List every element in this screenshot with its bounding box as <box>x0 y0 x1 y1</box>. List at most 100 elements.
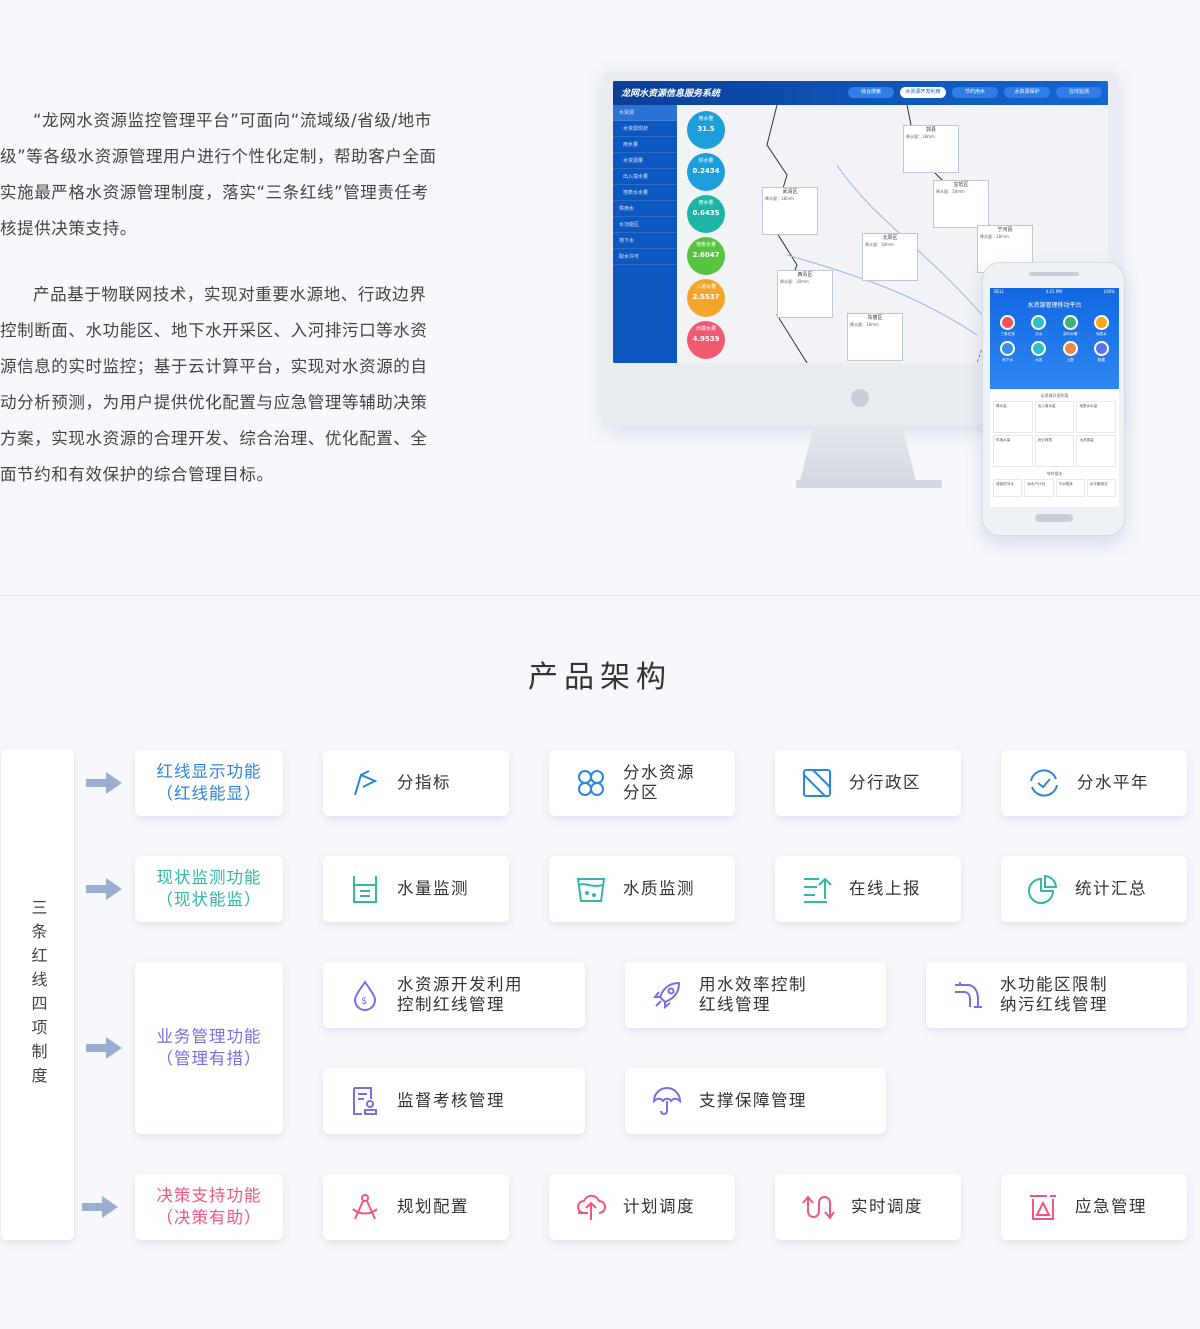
item-supervision-assessment[interactable]: 监督考核管理 <box>323 1068 585 1134</box>
map-info-box[interactable]: 西青区降水量：18mm <box>777 270 833 318</box>
item-water-efficiency-redline[interactable]: 用水效率控制红线管理 <box>625 962 886 1028</box>
item-water-development-redline[interactable]: $ 水资源开发利用控制红线管理 <box>323 962 585 1028</box>
section-divider <box>0 595 1200 596</box>
cloud-arrow-icon <box>577 1194 606 1220</box>
arrow-right-icon <box>82 1196 118 1218</box>
phone-menu-item[interactable]: 数据 <box>1086 341 1117 363</box>
map-info-box[interactable]: 武清区降水量：18mm <box>762 187 818 235</box>
app-tab[interactable]: 在线监测 <box>1056 87 1102 98</box>
item-water-function-redline[interactable]: 水功能区限制纳污红线管理 <box>926 962 1187 1028</box>
phone-card[interactable]: 水平衡测试 <box>1086 479 1116 497</box>
menu-label: 实时水情 <box>1062 332 1078 336</box>
item-label: 实时调度 <box>851 1197 923 1216</box>
item-water-quantity-monitor[interactable]: 水量监测 <box>323 856 509 922</box>
phone-card[interactable]: 降水量 <box>993 401 1033 433</box>
phone-card[interactable]: 统计报表 <box>1034 435 1075 467</box>
stat-bubble[interactable]: 出境水量 4.9539 <box>687 321 725 359</box>
category-title: 决策支持功能 <box>156 1186 262 1205</box>
sidebar-item[interactable]: 出入境水量 <box>613 169 677 185</box>
bubble-label: 出境水量 <box>695 326 716 332</box>
droplet-icon: $ <box>353 980 377 1011</box>
item-label: 分水资源 <box>623 763 695 782</box>
map-info-box[interactable]: 北辰区降水量：18mm <box>862 233 918 281</box>
category-business-management[interactable]: 业务管理功能（管理有措） <box>135 962 283 1134</box>
item-emergency-management[interactable]: 应急管理 <box>1001 1174 1187 1240</box>
architecture-title: 产品架构 <box>528 660 672 695</box>
item-label: 水资源开发利用 <box>397 975 523 994</box>
box-line: 降水量：18mm <box>906 134 935 139</box>
bubble-value: 4.9539 <box>692 335 720 343</box>
sidebar-item[interactable]: 水资源量 <box>613 153 677 169</box>
phone-menu-item[interactable]: 三条红线 <box>992 315 1023 337</box>
app-tab[interactable]: 综合搜索 <box>848 87 894 98</box>
app-tab-active[interactable]: 水资源开发利用 <box>900 87 946 98</box>
item-planning-allocation[interactable]: 规划配置 <box>323 1174 509 1240</box>
phone-card[interactable]: 城镇用节水 <box>993 479 1023 497</box>
upload-list-icon <box>804 877 832 903</box>
monitor-power-button <box>851 389 869 407</box>
clock: 4:21 PM <box>1045 289 1062 294</box>
item-by-indicator[interactable]: 分指标 <box>323 750 509 816</box>
monitor-base <box>796 480 942 488</box>
sidebar-item[interactable]: 地下水 <box>613 233 677 249</box>
item-support-guarantee[interactable]: 支撑保障管理 <box>625 1068 886 1134</box>
item-plan-dispatch[interactable]: 计划调度 <box>549 1174 735 1240</box>
arrow-right-icon <box>86 772 122 794</box>
item-water-quality-monitor[interactable]: 水质监测 <box>549 856 735 922</box>
sidebar-item[interactable]: 水资源现状 <box>613 121 677 137</box>
region-name: 郭县 <box>925 127 936 133</box>
map-info-box[interactable]: 东丽区降水量：18mm <box>847 313 903 361</box>
phone-card[interactable]: 节水载体 <box>1055 479 1085 497</box>
phone-menu-item[interactable]: 上报 <box>1055 341 1086 363</box>
phone-menu-item[interactable]: 地表水 <box>1086 315 1117 337</box>
bubble-value: 0.2434 <box>692 167 720 175</box>
phone-menu-item[interactable]: 实时水情 <box>1055 315 1086 337</box>
phone-card-row: 城镇用节水 用水户计划 节水载体 水平衡测试 <box>990 479 1119 497</box>
category-status-monitor[interactable]: 现状监测功能（现状能监） <box>135 856 283 922</box>
sidebar-item[interactable]: 水资源 <box>613 105 677 121</box>
phone-menu-item[interactable]: 分水 <box>1023 315 1054 337</box>
app-tab[interactable]: 节约用水 <box>952 87 998 98</box>
carrier: DELL <box>994 289 1005 294</box>
category-decision-support[interactable]: 决策支持功能（决策有助） <box>135 1174 283 1240</box>
item-realtime-dispatch[interactable]: 实时调度 <box>775 1174 961 1240</box>
sidebar-item[interactable]: 供用水 <box>613 201 677 217</box>
phone-card[interactable]: 地表水水量 <box>1076 401 1117 433</box>
phone-card-row: 降水量 出入境水量 地表水水量 <box>990 401 1119 433</box>
menu-circle-icon <box>1031 341 1047 356</box>
phone-card[interactable]: 水资源量 <box>1076 435 1117 467</box>
item-by-water-zone[interactable]: 分水资源分区 <box>549 750 735 816</box>
item-online-report[interactable]: 在线上报 <box>775 856 961 922</box>
pie-chart-icon <box>1028 874 1058 904</box>
phone-home-button <box>1035 514 1073 522</box>
rocket-icon <box>652 981 681 1010</box>
item-by-admin-region[interactable]: 分行政区 <box>775 750 961 816</box>
category-redline-display[interactable]: 红线显示功能（红线能显） <box>135 750 283 816</box>
item-statistics-summary[interactable]: 统计汇总 <box>1001 856 1187 922</box>
phone-section-title: 水资源开发利用 <box>1040 393 1069 398</box>
svg-text:$: $ <box>361 996 369 1007</box>
map-info-box[interactable]: 宝坻区降水量：18mm <box>933 180 989 228</box>
phone-card[interactable]: 用水户计划 <box>1024 479 1054 497</box>
phone-card[interactable]: 出入境水量 <box>1034 401 1075 433</box>
sidebar-item[interactable]: 用水量 <box>613 137 677 153</box>
item-by-hydrological-year[interactable]: 分水平年 <box>1001 750 1187 816</box>
phone-menu-item[interactable]: 水质 <box>1023 341 1054 363</box>
item-label: 分区 <box>623 783 659 802</box>
menu-circle-icon <box>1031 315 1047 330</box>
box-line: 降水量：18mm <box>765 196 794 201</box>
phone-menu-item[interactable]: 地下水 <box>992 341 1023 363</box>
sidebar-item[interactable]: 水功能区 <box>613 217 677 233</box>
sidebar-item[interactable]: 地表水水量 <box>613 185 677 201</box>
box-line: 降水量：18mm <box>865 242 894 247</box>
app-tab[interactable]: 水资源保护 <box>1004 87 1050 98</box>
phone-card[interactable]: 供用水量 <box>993 435 1033 467</box>
sidebar-item[interactable]: 取水许可 <box>613 249 677 265</box>
phone-app-title: 水资源管理移动平台 <box>1027 302 1082 309</box>
map-info-box[interactable]: 郭县降水量：18mm <box>903 125 959 173</box>
